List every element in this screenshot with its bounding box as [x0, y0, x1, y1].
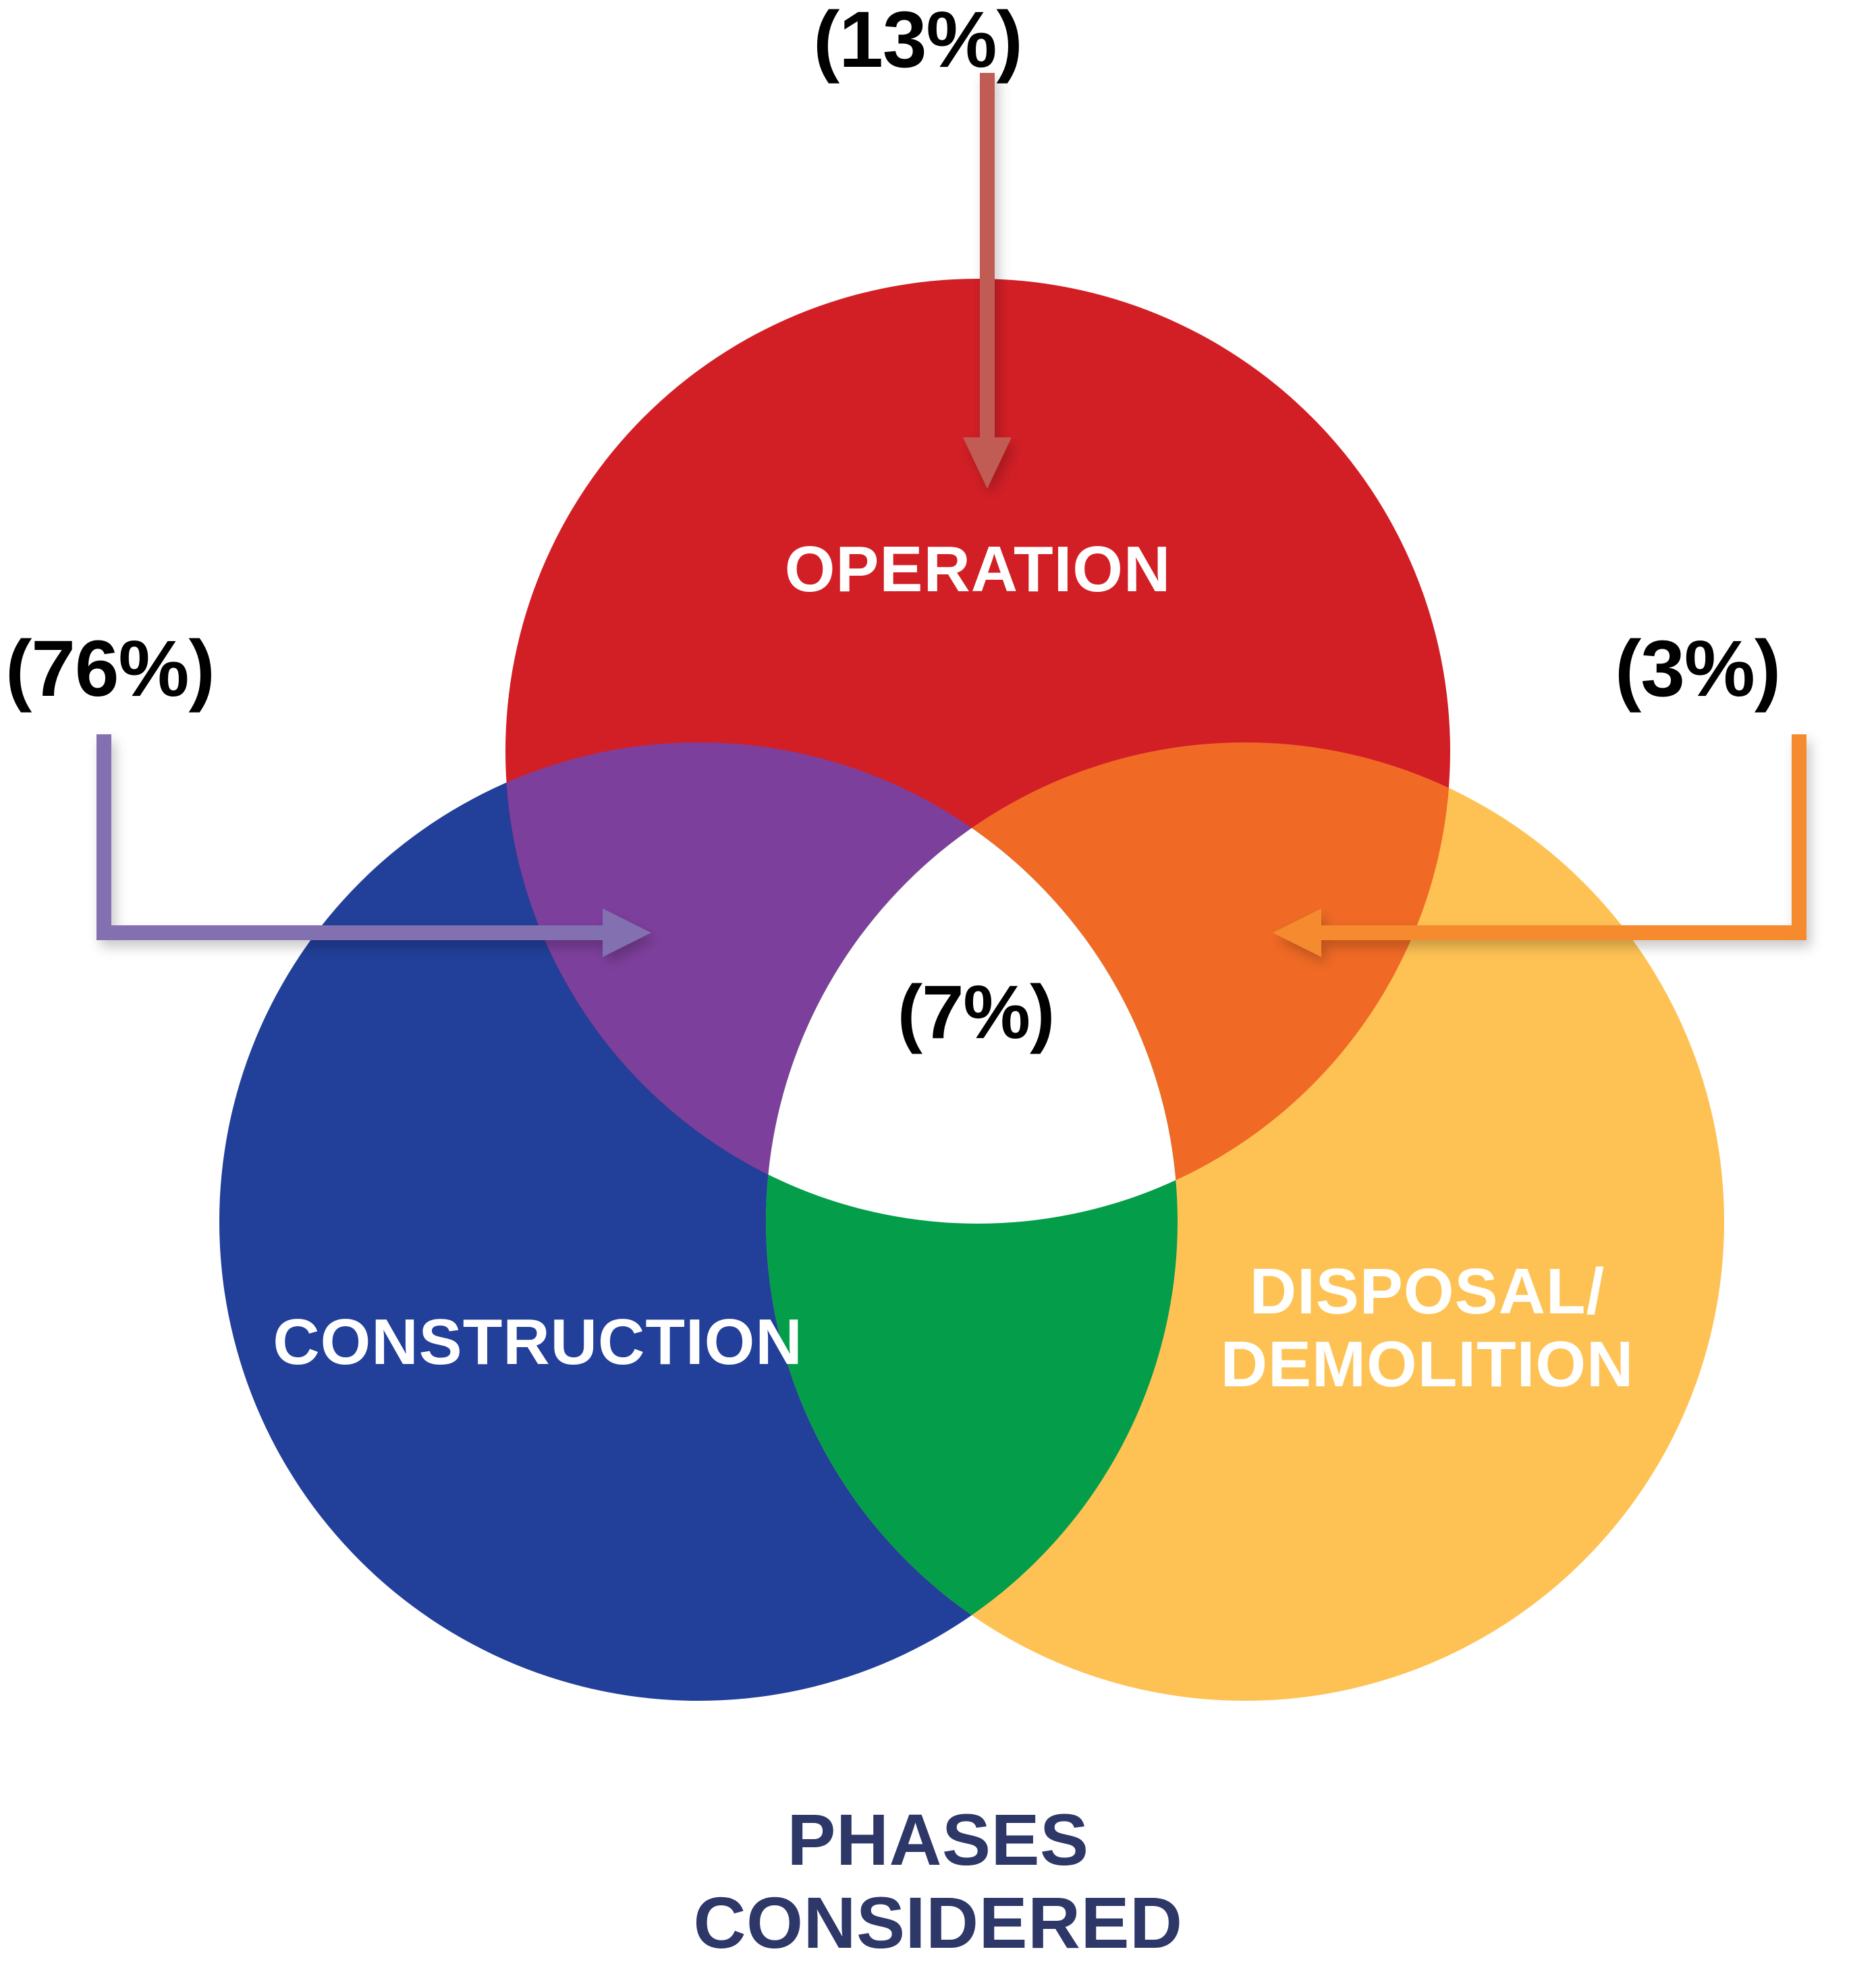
- diagram-caption-line2: CONSIDERED: [693, 1882, 1183, 1964]
- circle-label-construction: CONSTRUCTION: [273, 1306, 803, 1378]
- callout-label-disposal: (3%): [1615, 624, 1781, 713]
- circle-label-disposal-line1: DISPOSAL/: [1249, 1255, 1605, 1328]
- callout-label-operation: (13%): [813, 0, 1023, 84]
- callout-arrow-construction: [96, 734, 651, 957]
- diagram-caption-line1: PHASES: [787, 1799, 1089, 1880]
- circle-label-operation: OPERATION: [784, 533, 1171, 605]
- circle-label-disposal-line2: DEMOLITION: [1220, 1328, 1634, 1400]
- diagram-caption: PHASES CONSIDERED: [693, 1798, 1182, 1964]
- callout-label-construction: (76%): [5, 624, 215, 713]
- circle-label-disposal: DISPOSAL/ DEMOLITION: [1221, 1255, 1634, 1400]
- callout-arrow-disposal: [1273, 734, 1806, 957]
- callout-arrow-operation: [963, 73, 1012, 489]
- center-intersection-value: (7%): [897, 970, 1055, 1054]
